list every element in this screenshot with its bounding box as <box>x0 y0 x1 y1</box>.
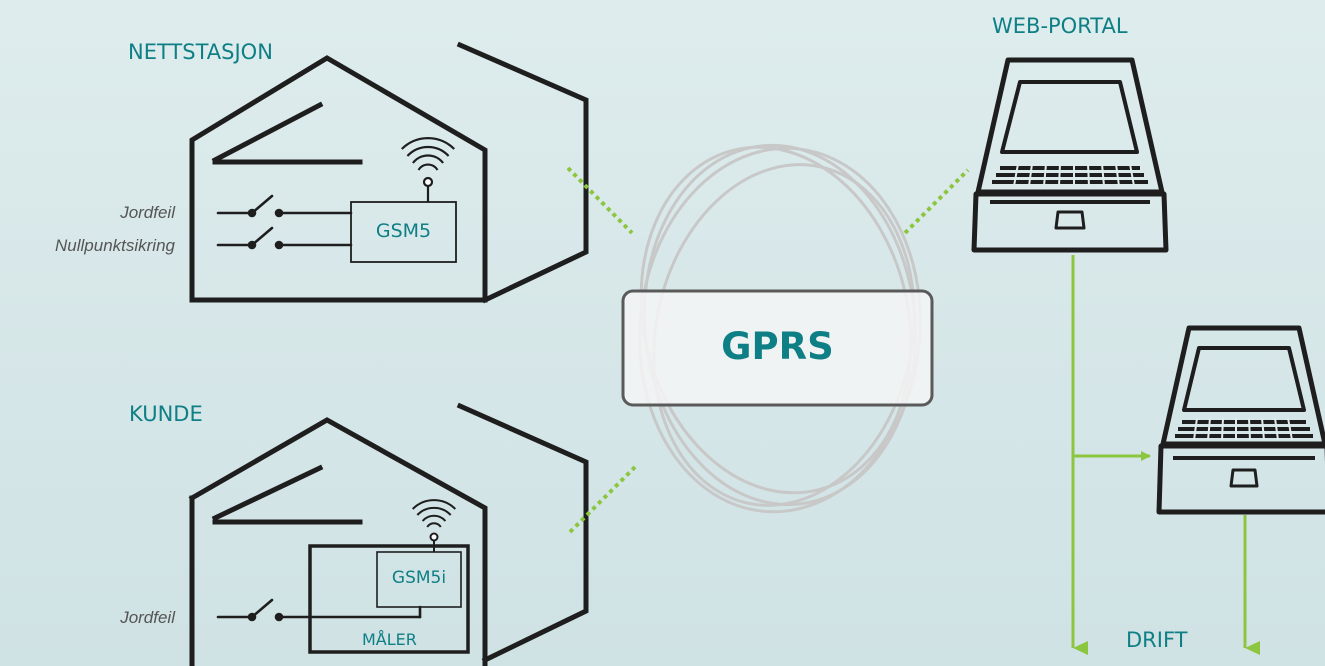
house-depth <box>456 41 589 304</box>
gprs-box <box>621 289 934 407</box>
web-portal-title: WEB-PORTAL <box>992 14 1128 38</box>
gsm5-device <box>350 201 457 263</box>
gprs-label: GPRS <box>721 325 834 368</box>
gsm5-label: GSM5 <box>375 220 432 242</box>
antenna-icon <box>401 137 455 202</box>
link-kunde <box>568 465 637 534</box>
switch-icon <box>216 194 353 250</box>
antenna-icon <box>411 499 457 552</box>
input-label-jordfeil: Jordfeil <box>120 203 175 222</box>
kunde-house <box>188 402 589 666</box>
house-outline <box>189 55 488 303</box>
link-nettstasjon <box>566 166 634 235</box>
kunde-title: KUNDE <box>129 402 203 426</box>
roof-stripe <box>211 464 324 522</box>
roof-stripe <box>211 101 324 164</box>
house-outline <box>188 417 488 666</box>
gsm5i-label: GSM5i <box>391 568 447 588</box>
nettstasjon-title: NETTSTASJON <box>128 40 273 64</box>
house-depth <box>456 402 589 664</box>
laptop-icon <box>971 57 1169 253</box>
drift-title: DRIFT <box>1126 628 1188 652</box>
link-portal <box>903 168 970 235</box>
input-label-nullpunktsikring: Nullpunktsikring <box>55 236 175 255</box>
input-label-jordfeil: Jordfeil <box>120 608 175 627</box>
maler-label: MÅLER <box>362 630 417 649</box>
wireless-links <box>566 166 970 534</box>
arrow-icon <box>1071 255 1260 655</box>
maler-meter <box>308 544 470 654</box>
switch-icon <box>216 598 422 622</box>
nettstasjon-house <box>189 41 589 304</box>
laptop-icon <box>1156 325 1325 515</box>
